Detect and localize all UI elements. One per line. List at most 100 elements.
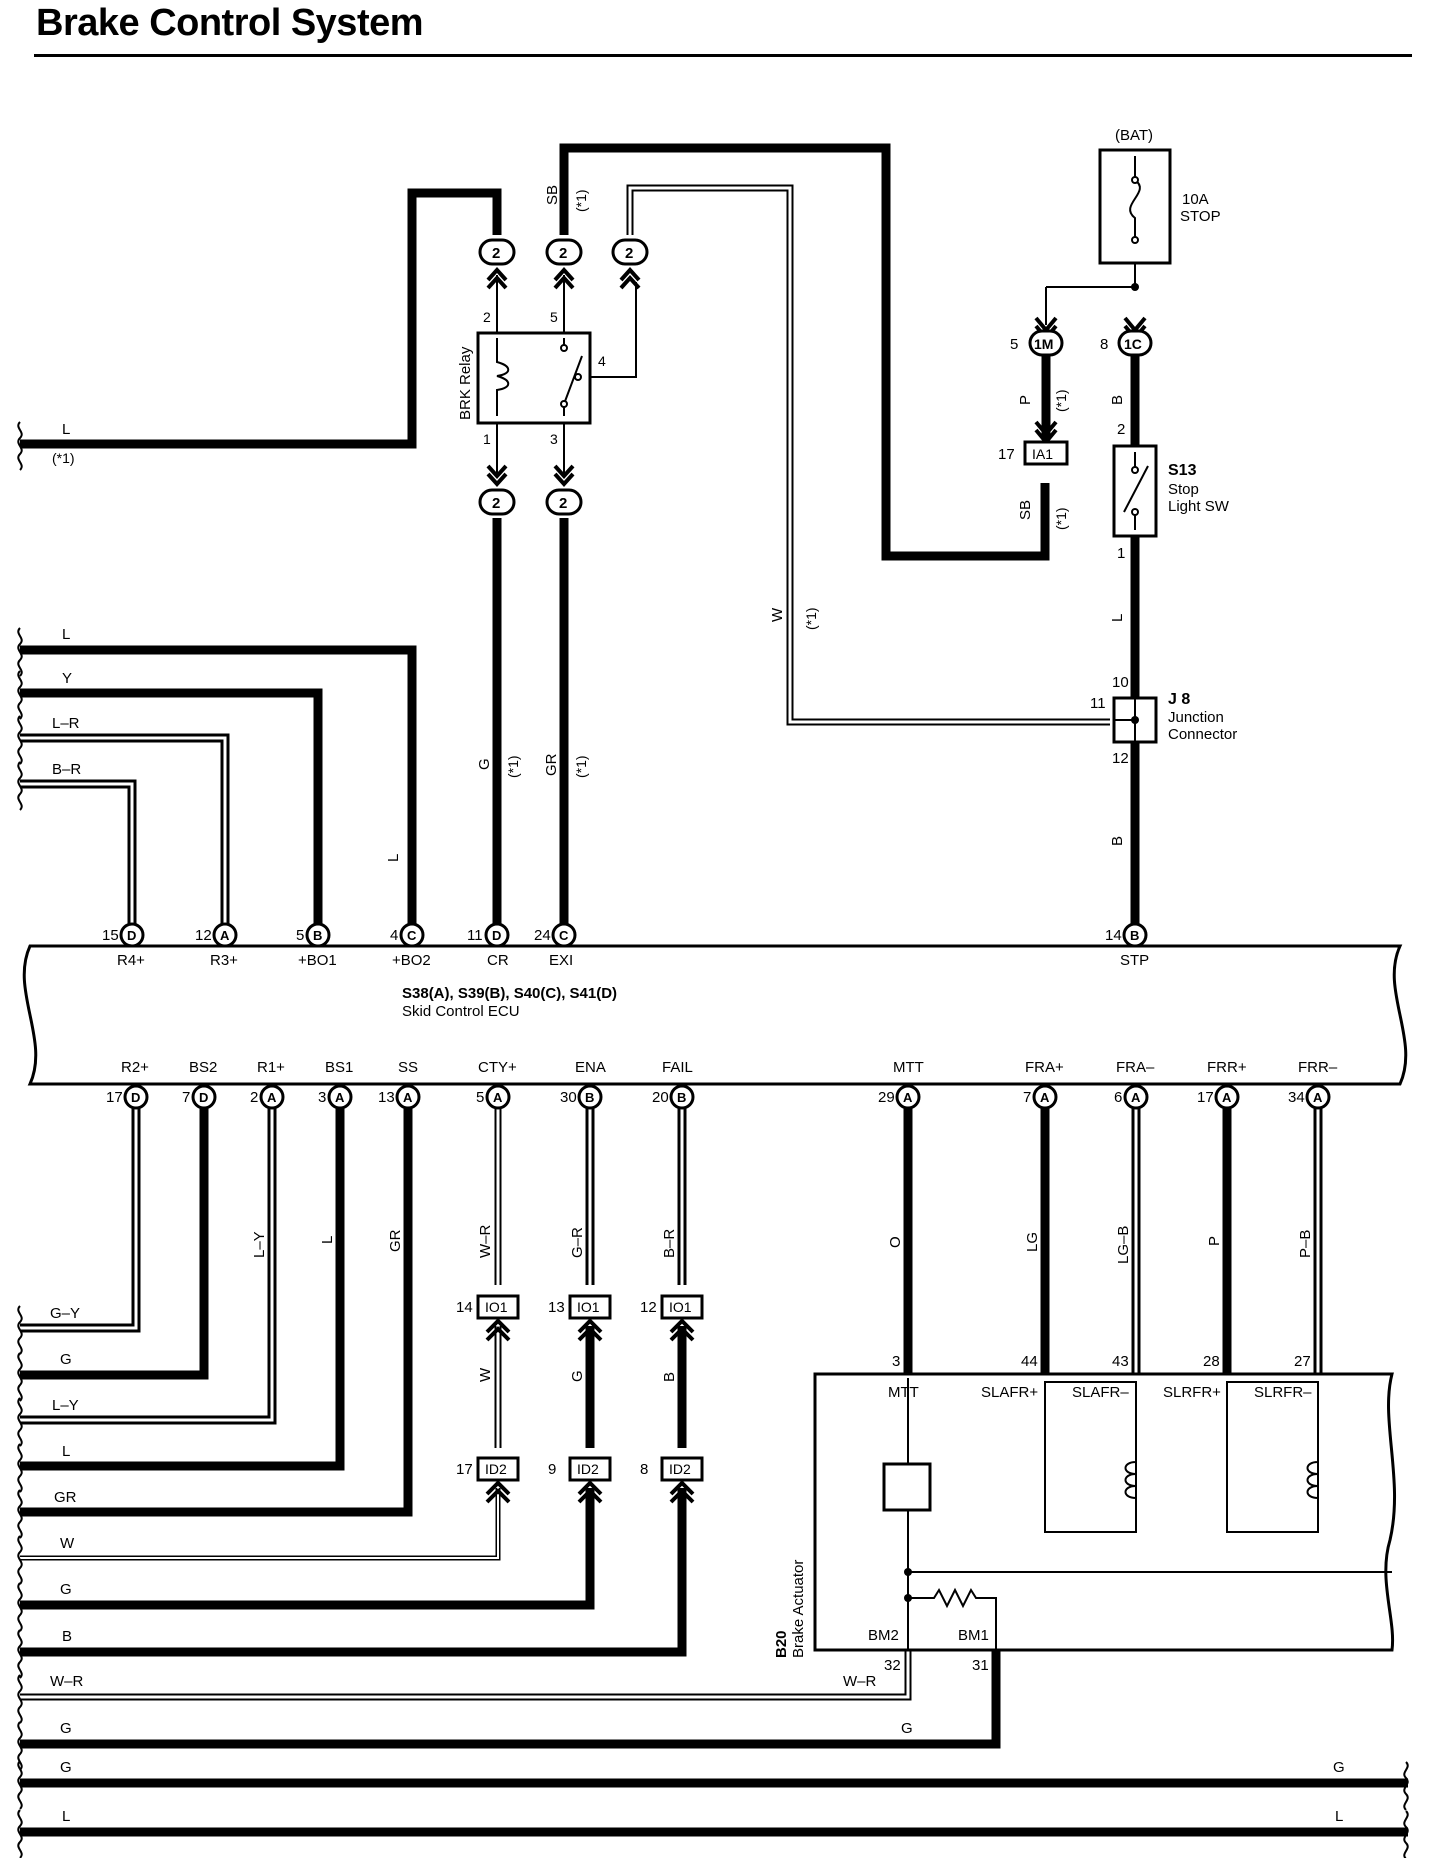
ecu-pin-connector: C [559,928,569,943]
wire-label-b-low: B [1109,836,1126,846]
wire-label-w: W [769,607,786,622]
left-input-lr: L–R [52,715,80,732]
ia1-label: IA1 [1032,446,1053,462]
wire-g-bs2 [20,1097,209,1380]
relay-name: BRK Relay [457,346,474,420]
j8-name2: Connector [1168,726,1237,743]
ia1-pin: 17 [998,446,1015,463]
wire-br-r4 [20,779,137,935]
ecu-pin-connector: B [585,1090,594,1105]
ecu-pin-name: SS [398,1059,418,1076]
wire-br-r4-in [20,782,134,935]
ecu-bottom-pins: D17R2+D7BS2A2R1+A3BS1A13SSA5CTY+B30ENAB2… [106,1059,1338,1110]
inline-connector-pin: 13 [548,1299,565,1316]
vlabel-br: B–R [661,1229,678,1258]
wire-note-p: (*1) [1053,389,1069,412]
break-mark [17,627,23,677]
ecu-pin-number: 5 [476,1089,484,1106]
right-vertical-labels: O LG LG–B P P–B [887,1226,1314,1264]
left-input-l: L [62,626,70,643]
ecu-pin-number: 7 [1023,1089,1031,1106]
ecu-pin-connector: A [335,1090,345,1105]
ecu-pin: A5 [476,1084,511,1110]
right-break-marks [1403,1761,1409,1858]
actuator-bm2-pin: 32 [884,1657,901,1674]
inline-connector-pin: 17 [456,1461,473,1478]
wires [20,143,1408,1837]
actuator-pin-number: 44 [1021,1353,1038,1370]
page-title: Brake Control System [36,2,424,44]
left-input-y: Y [62,670,72,687]
actuator-pin-name: SLAFR+ [981,1384,1038,1401]
s13-name1: Stop [1168,481,1199,498]
connector-ia1: IA1 17 [998,420,1069,466]
ecu-pin-number: 5 [296,927,304,944]
ecu-pin-name: FRR+ [1207,1059,1247,1076]
out-gy: G–Y [50,1305,80,1322]
ecu-pin-connector: D [199,1090,208,1105]
ecu-pin-number: 12 [195,927,212,944]
relay-connector-label: 2 [559,495,567,512]
j8-pin-11: 11 [1090,695,1106,712]
actuator-name: Brake Actuator [790,1560,807,1658]
break-mark [17,1397,23,1447]
ecu-pin: A2 [250,1084,285,1110]
wire-relay-4 [578,282,637,378]
vlabel-o: O [887,1236,904,1248]
ecu-pin-name: R4+ [117,952,145,969]
ecu-pin-connector: A [1131,1090,1141,1105]
inline-connector-label: ID2 [669,1461,691,1477]
wire-y-bo1 [20,688,323,935]
relay-connector-2: 2 [545,238,583,290]
wire-l-bs1 [20,1097,345,1471]
wire-label-l-bo2: L [385,854,402,862]
ecu-top-pins: D15R4+A12R3+B5+BO1C4+BO2D11CRC24EXIB14ST… [102,922,1149,969]
inline-connector-label: IO1 [577,1299,600,1315]
ecu-pin-name: FRR– [1298,1059,1338,1076]
ecu-pin-number: 15 [102,927,119,944]
c1c-pin: 8 [1100,336,1108,353]
ecu-pin-name: FAIL [662,1059,693,1076]
ecu-pin: A7 [1023,1084,1058,1110]
ecu-pin-name: +BO2 [392,952,431,969]
ecu-pin: A6 [1114,1084,1149,1110]
inline-connector-label: ID2 [577,1461,599,1477]
ecu-pin-connector: B [1130,928,1139,943]
ecu-pin-name: BS2 [189,1059,217,1076]
connector-1m: 1M 5 [1010,316,1064,357]
wire-g-bm1 [20,1650,1001,1749]
stop-light-switch: S13 Stop Light SW 2 1 [1112,421,1230,562]
break-mark [17,1305,23,1355]
ecu-pin-name: CR [487,952,509,969]
j8-pin-12: 12 [1112,750,1129,767]
ecu-pin-number: 20 [652,1089,669,1106]
ecu-pin-number: 17 [1197,1089,1214,1106]
out-g3: G [60,1720,72,1737]
j8-pin-10: 10 [1112,674,1129,691]
ecu-pin-number: 29 [878,1089,895,1106]
fuse-rating: 10A [1182,191,1209,208]
out-l-far: L [1335,1808,1343,1825]
ecu-pin: B20 [652,1084,695,1110]
vlabel-gr2: G–R [569,1227,586,1258]
relay-pin-2: 2 [483,309,491,325]
ecu-pin: B5 [296,922,331,948]
wire-ly-r1-in [20,1097,274,1422]
ecu-pin-name: R2+ [121,1059,149,1076]
ecu-pin-name: STP [1120,952,1149,969]
ecu-pin-connector: B [313,928,322,943]
ecu-pin-connector: A [1222,1090,1232,1105]
ecu-pin: A13 [378,1084,421,1110]
break-mark [17,421,23,471]
relay-pin-5: 5 [550,309,558,325]
left-output-labels: G–Y G L–Y L GR W G B W–R G G L W–R G G L [50,1305,1345,1825]
wire-note-w: (*1) [803,607,819,630]
relay-connector-2: 2 [545,464,583,516]
ecu-pin: B14 [1105,922,1148,948]
wire-b-fail-out [20,1488,687,1657]
title-rule [34,54,1412,57]
